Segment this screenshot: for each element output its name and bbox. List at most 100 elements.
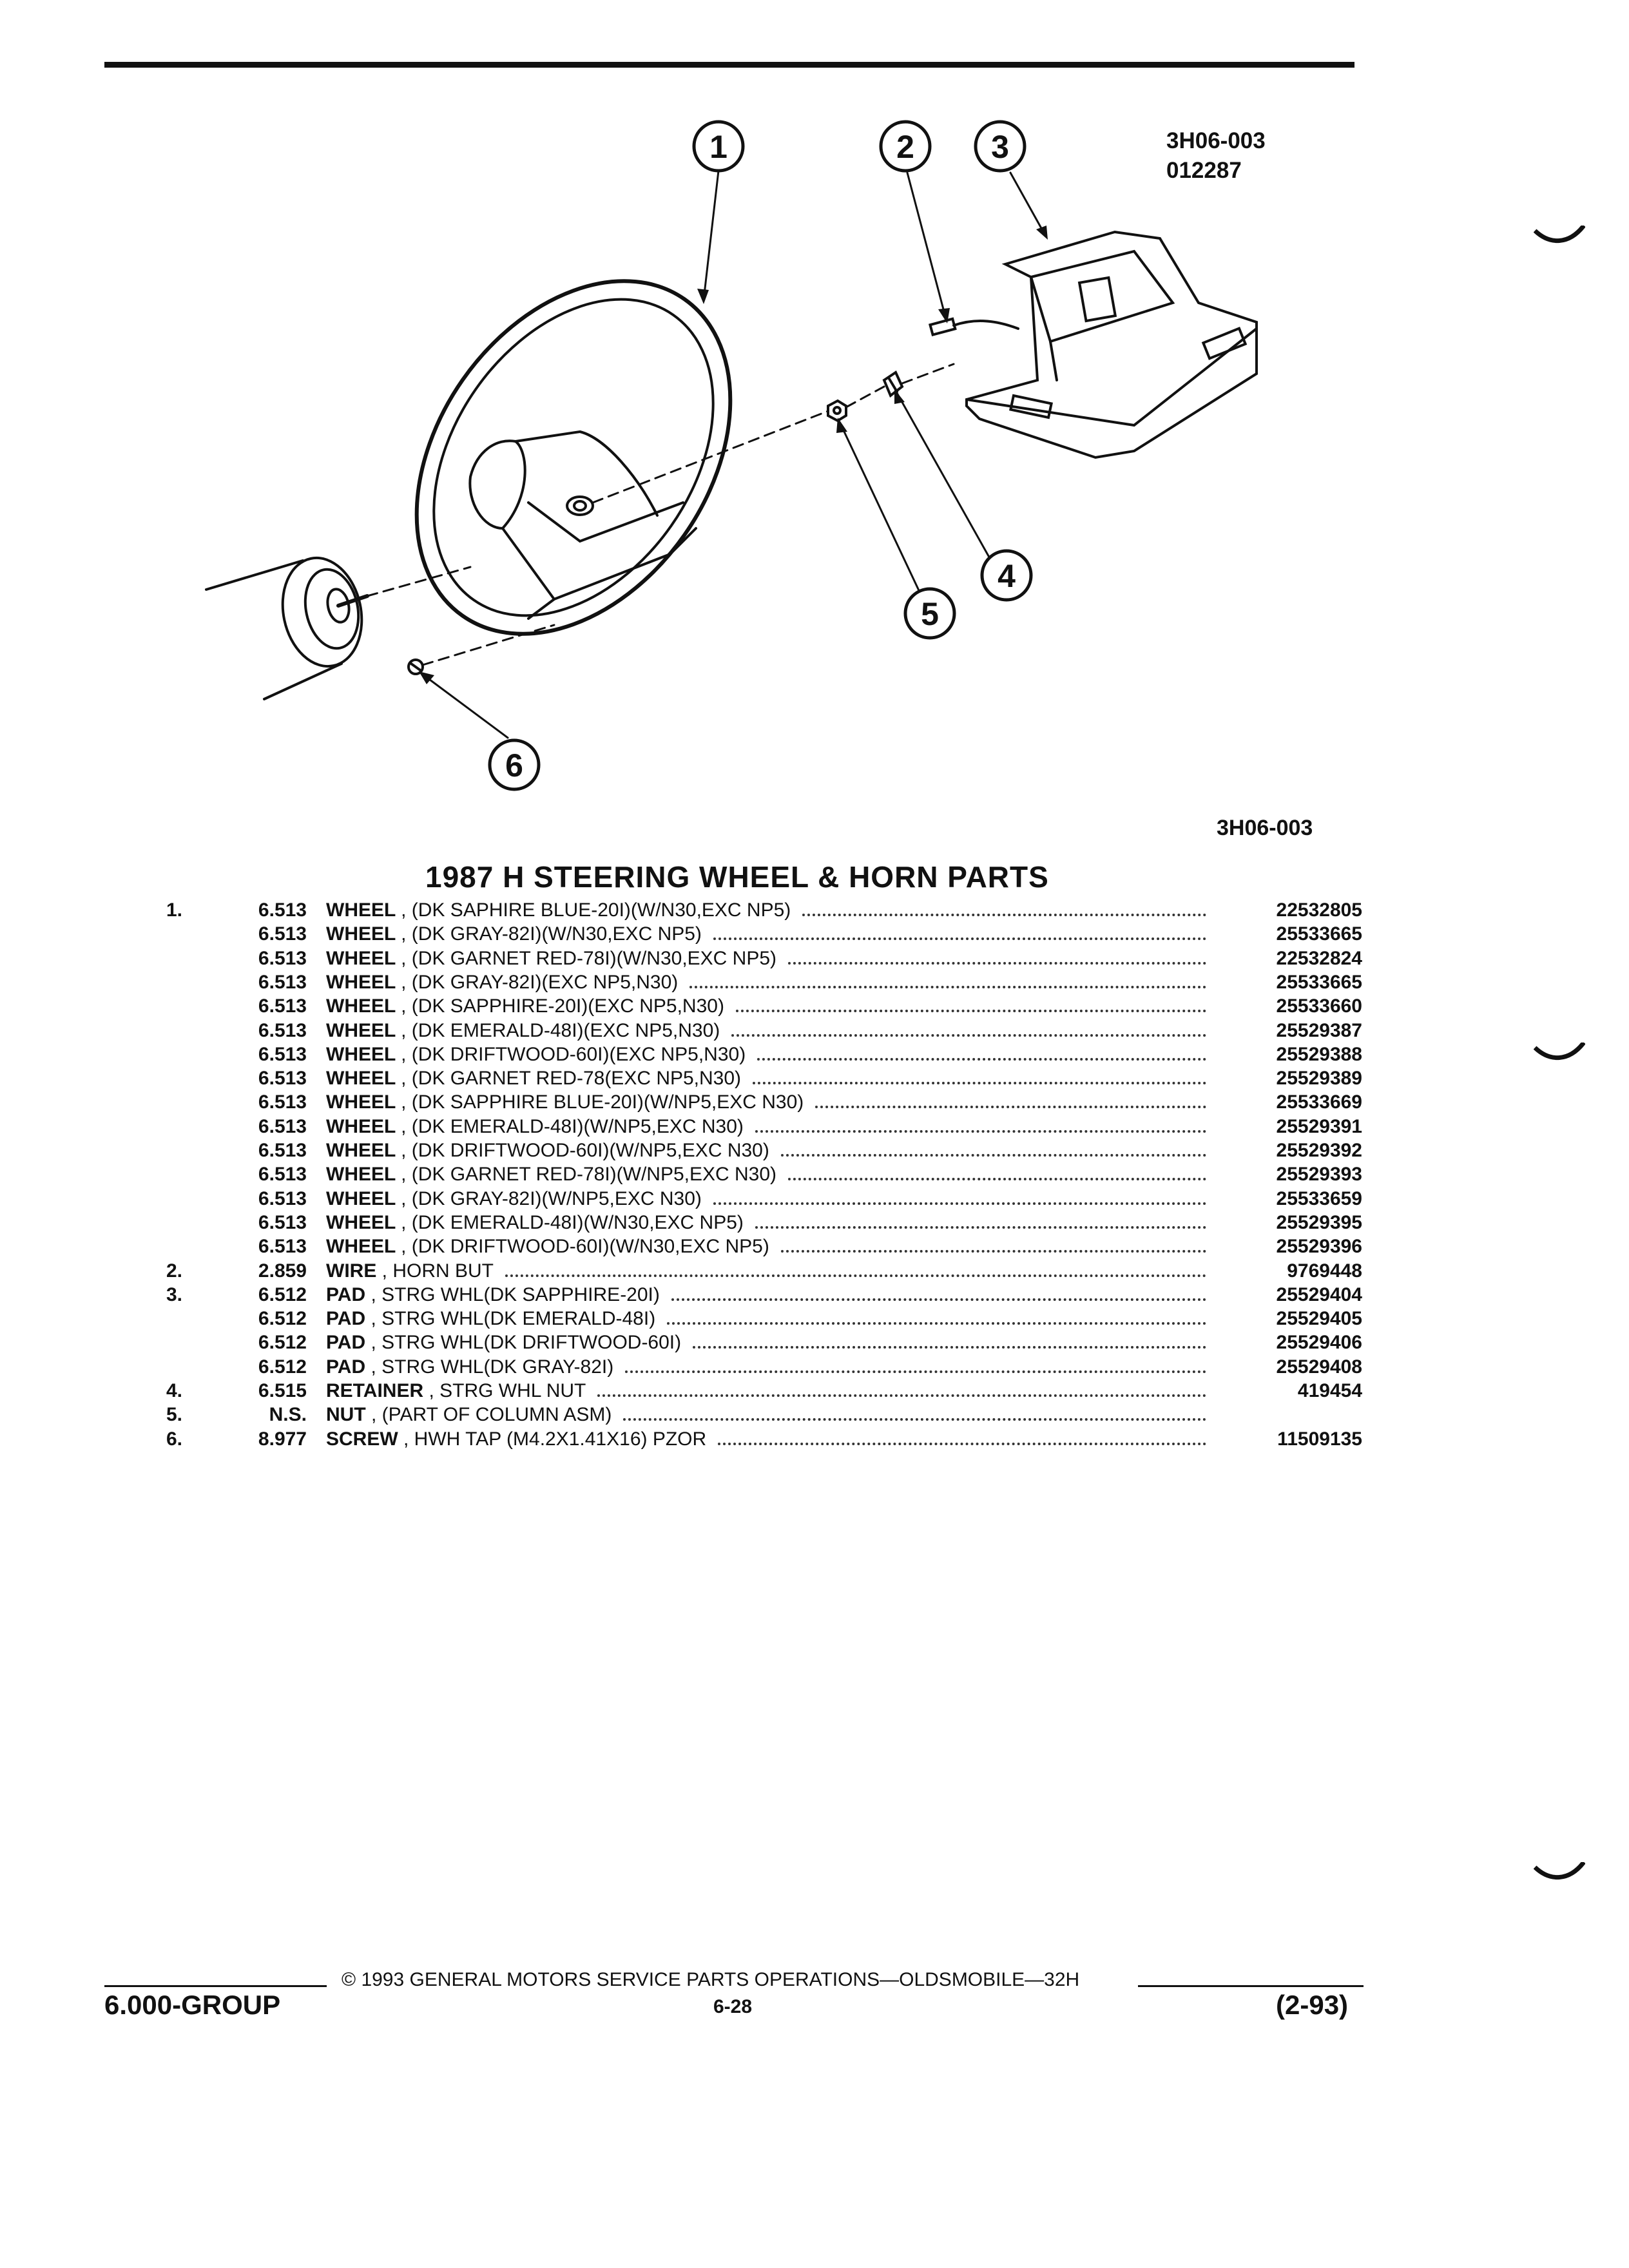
part-detail: , STRG WHL(DK GRAY-82I) <box>371 1356 614 1378</box>
part-name: WHEEL <box>326 971 396 993</box>
part-detail: , STRG WHL NUT <box>429 1380 586 1401</box>
part-detail: , (DK SAPPHIRE BLUE-20I)(W/NP5,EXC N30) <box>401 1091 804 1113</box>
part-number: 25533660 <box>1276 995 1362 1017</box>
part-detail: , HORN BUT <box>381 1260 494 1282</box>
part-detail: , (DK EMERALD-48I)(EXC NP5,N30) <box>401 1019 720 1041</box>
part-number: 25529389 <box>1276 1068 1362 1090</box>
group-number: 6.513 <box>258 1211 307 1233</box>
svg-text:6: 6 <box>505 747 523 783</box>
part-detail: , (DK GARNET RED-78I)(W/NP5,EXC N30) <box>401 1164 777 1186</box>
part-description: WHEEL , (DK EMERALD-48I)(EXC NP5,N30) <box>326 1019 1215 1043</box>
part-description: RETAINER , STRG WHL NUT <box>326 1379 1215 1403</box>
callout-6: 6 <box>488 738 541 791</box>
group-number: 6.512 <box>258 1332 307 1354</box>
part-description: WHEEL , (DK DRIFTWOOD-60I)(EXC NP5,N30) <box>326 1043 1215 1066</box>
footer-rule-left <box>104 1985 327 1987</box>
part-number: 25529392 <box>1276 1140 1362 1161</box>
group-number: 2.859 <box>258 1260 307 1282</box>
steering-wheel-exploded-diagram: 1 2 3 4 5 6 <box>205 120 1258 791</box>
group-number: N.S. <box>269 1404 307 1426</box>
group-number: 6.513 <box>258 899 307 921</box>
footer-rule-right <box>1138 1985 1364 1987</box>
part-description: WHEEL , (DK GRAY-82I)(EXC NP5,N30) <box>326 970 1215 994</box>
svg-text:2: 2 <box>896 129 914 165</box>
part-number: 25529395 <box>1276 1211 1362 1233</box>
part-number: 25529391 <box>1276 1115 1362 1137</box>
part-name: WHEEL <box>326 899 396 921</box>
part-description: WHEEL , (DK DRIFTWOOD-60I)(W/N30,EXC NP5… <box>326 1235 1215 1258</box>
binder-mark <box>1534 1862 1585 1879</box>
part-number: 9769448 <box>1287 1260 1362 1282</box>
part-name: SCREW <box>326 1428 398 1450</box>
dot-leader <box>689 985 1206 988</box>
svg-text:5: 5 <box>921 596 939 632</box>
part-name: PAD <box>326 1332 366 1354</box>
group-number: 6.513 <box>258 1043 307 1065</box>
horn-pad-part <box>965 230 1258 459</box>
part-name: WHEEL <box>326 1019 396 1041</box>
callout-arrowheads <box>419 226 1048 684</box>
group-number: 6.513 <box>258 971 307 993</box>
part-number: 25533665 <box>1276 923 1362 945</box>
part-detail: , STRG WHL(DK DRIFTWOOD-60I) <box>371 1332 682 1354</box>
retainer-part <box>882 370 904 398</box>
parts-row: 6.513 WHEEL , (DK DRIFTWOOD-60I)(EXC NP5,… <box>0 1043 1629 1066</box>
part-description: WHEEL , (DK SAPPHIRE-20I)(EXC NP5,N30) <box>326 994 1215 1018</box>
figure-code-block: 3H06-003 012287 <box>1166 126 1266 186</box>
dot-leader <box>755 1225 1206 1229</box>
dot-leader <box>802 914 1206 916</box>
part-name: WIRE <box>326 1260 377 1282</box>
part-name: PAD <box>326 1283 366 1305</box>
dot-leader <box>815 1106 1206 1109</box>
part-number: 25529406 <box>1276 1332 1362 1354</box>
part-name: WHEEL <box>326 923 396 945</box>
part-detail: , (DK GRAY-82I)(W/N30,EXC NP5) <box>401 923 702 945</box>
group-number: 6.513 <box>258 1091 307 1113</box>
group-number: 6.513 <box>258 947 307 969</box>
part-description: SCREW , HWH TAP (M4.2X1.41X16) PZOR <box>326 1427 1215 1451</box>
top-rule <box>104 62 1354 68</box>
dot-leader <box>693 1346 1206 1349</box>
assembly-axis-lines <box>366 363 955 666</box>
group-number: 6.513 <box>258 1140 307 1161</box>
dot-leader <box>780 1250 1206 1253</box>
part-name: WHEEL <box>326 1115 396 1137</box>
callout-2: 2 <box>879 120 932 173</box>
part-detail: , (DK GRAY-82I)(EXC NP5,N30) <box>401 971 679 993</box>
dot-leader <box>753 1082 1206 1085</box>
part-description: WHEEL , (DK GRAY-82I)(W/NP5,EXC N30) <box>326 1187 1215 1211</box>
part-number: 25529408 <box>1276 1356 1362 1378</box>
part-description: WHEEL , (DK EMERALD-48I)(W/NP5,EXC N30) <box>326 1115 1215 1139</box>
dot-leader <box>731 1033 1206 1037</box>
page-title: 1987 H STEERING WHEEL & HORN PARTS <box>425 860 1049 894</box>
screw-part <box>407 658 424 675</box>
figure-code: 3H06-003 <box>1166 128 1266 153</box>
part-name: WHEEL <box>326 947 396 969</box>
part-detail: , (DK SAPPHIRE-20I)(EXC NP5,N30) <box>401 995 724 1017</box>
callout-leader-lines <box>421 169 1046 739</box>
item-number: 4. <box>166 1380 183 1401</box>
part-name: RETAINER <box>326 1380 424 1401</box>
part-number: 25529387 <box>1276 1019 1362 1041</box>
part-name: PAD <box>326 1308 366 1330</box>
part-number: 22532824 <box>1276 947 1362 969</box>
item-number: 2. <box>166 1260 183 1282</box>
part-description: WHEEL , (DK SAPPHIRE BLUE-20I)(W/NP5,EXC… <box>326 1090 1215 1114</box>
parts-row: 2. 2.859 WIRE , HORN BUT 9769448 <box>0 1259 1629 1283</box>
callout-1: 1 <box>692 120 745 173</box>
group-number: 6.512 <box>258 1356 307 1378</box>
part-name: WHEEL <box>326 1091 396 1113</box>
dot-leader <box>667 1322 1206 1325</box>
item-number: 3. <box>166 1283 183 1305</box>
binder-mark <box>1534 226 1585 243</box>
group-number: 6.512 <box>258 1283 307 1305</box>
dot-leader <box>780 1154 1206 1157</box>
